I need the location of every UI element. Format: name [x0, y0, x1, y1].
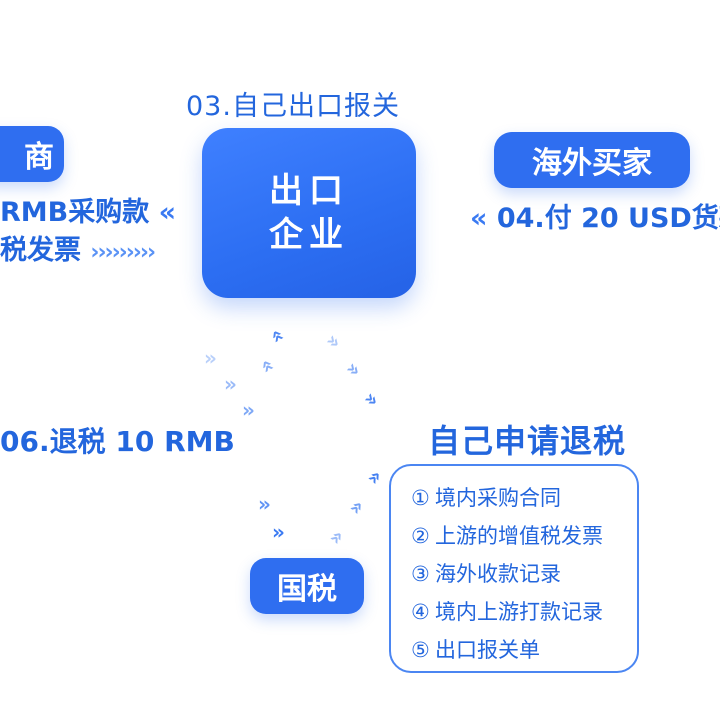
right-flow-arrow-icon: «	[470, 203, 488, 234]
item-text: 境内采购合同	[435, 486, 561, 510]
arrow-trail-icon: »	[224, 372, 237, 396]
exporter-label-line2: 企业	[269, 215, 349, 255]
arrow-trail-icon: »	[360, 466, 386, 490]
item-number: ④	[411, 600, 430, 624]
left-flow-arrows-icon: ›››››››››	[90, 240, 156, 265]
exporter-label-line1: 出口	[269, 171, 349, 211]
item-text: 上游的增值税发票	[435, 524, 603, 548]
supplier-label: 商	[24, 140, 54, 175]
arrow-tax-to-apply-icon: »	[322, 526, 348, 550]
item-number: ⑤	[411, 638, 430, 662]
exporter-node: 出口 企业	[202, 128, 416, 298]
item-text: 境内上游打款记录	[435, 600, 603, 624]
item-text: 出口报关单	[435, 638, 540, 662]
left-flow-payment-label: RMB采购款	[0, 197, 150, 228]
item-number: ②	[411, 524, 430, 548]
tax-bureau-node: 国税	[250, 558, 364, 614]
left-flow-arrow-icon: «	[158, 197, 177, 228]
arrow-trail-icon: »	[341, 355, 365, 381]
item-text: 海外收款记录	[435, 562, 561, 586]
arrow-exporter-to-apply-icon: »	[321, 327, 345, 353]
arrow-trail-icon: »	[359, 385, 383, 411]
item-number: ①	[411, 486, 430, 510]
arrow-trail-icon: »	[258, 492, 271, 516]
arrow-exporter-to-tax-icon: »	[204, 346, 217, 370]
arrow-trail-icon: »	[254, 357, 280, 379]
right-flow: « 04.付 20 USD货款	[470, 196, 720, 235]
refund-label: 06.退税 10 RMB	[0, 425, 235, 458]
left-flow-line2: 税发票 ›››››››››	[0, 228, 156, 267]
arrow-trail-icon: »	[342, 496, 368, 520]
supplier-node: 商	[0, 126, 64, 182]
left-flow-line1: RMB采购款 «	[0, 190, 176, 229]
tax-bureau-label: 国税	[277, 572, 337, 607]
arrow-tax-to-exporter-icon: »	[264, 327, 290, 349]
item-number: ③	[411, 562, 430, 586]
left-flow-invoice-label: 税发票	[0, 235, 81, 266]
apply-refund-title: 自己申请退税	[428, 422, 627, 460]
buyer-label: 海外买家	[532, 146, 652, 181]
arrow-trail-icon: »	[272, 520, 285, 544]
step-export-declaration-label: 03.自己出口报关	[186, 91, 400, 122]
buyer-node: 海外买家	[494, 132, 690, 188]
arrow-trail-icon: »	[242, 398, 255, 422]
right-flow-payment-label: 04.付 20 USD货款	[496, 203, 720, 234]
